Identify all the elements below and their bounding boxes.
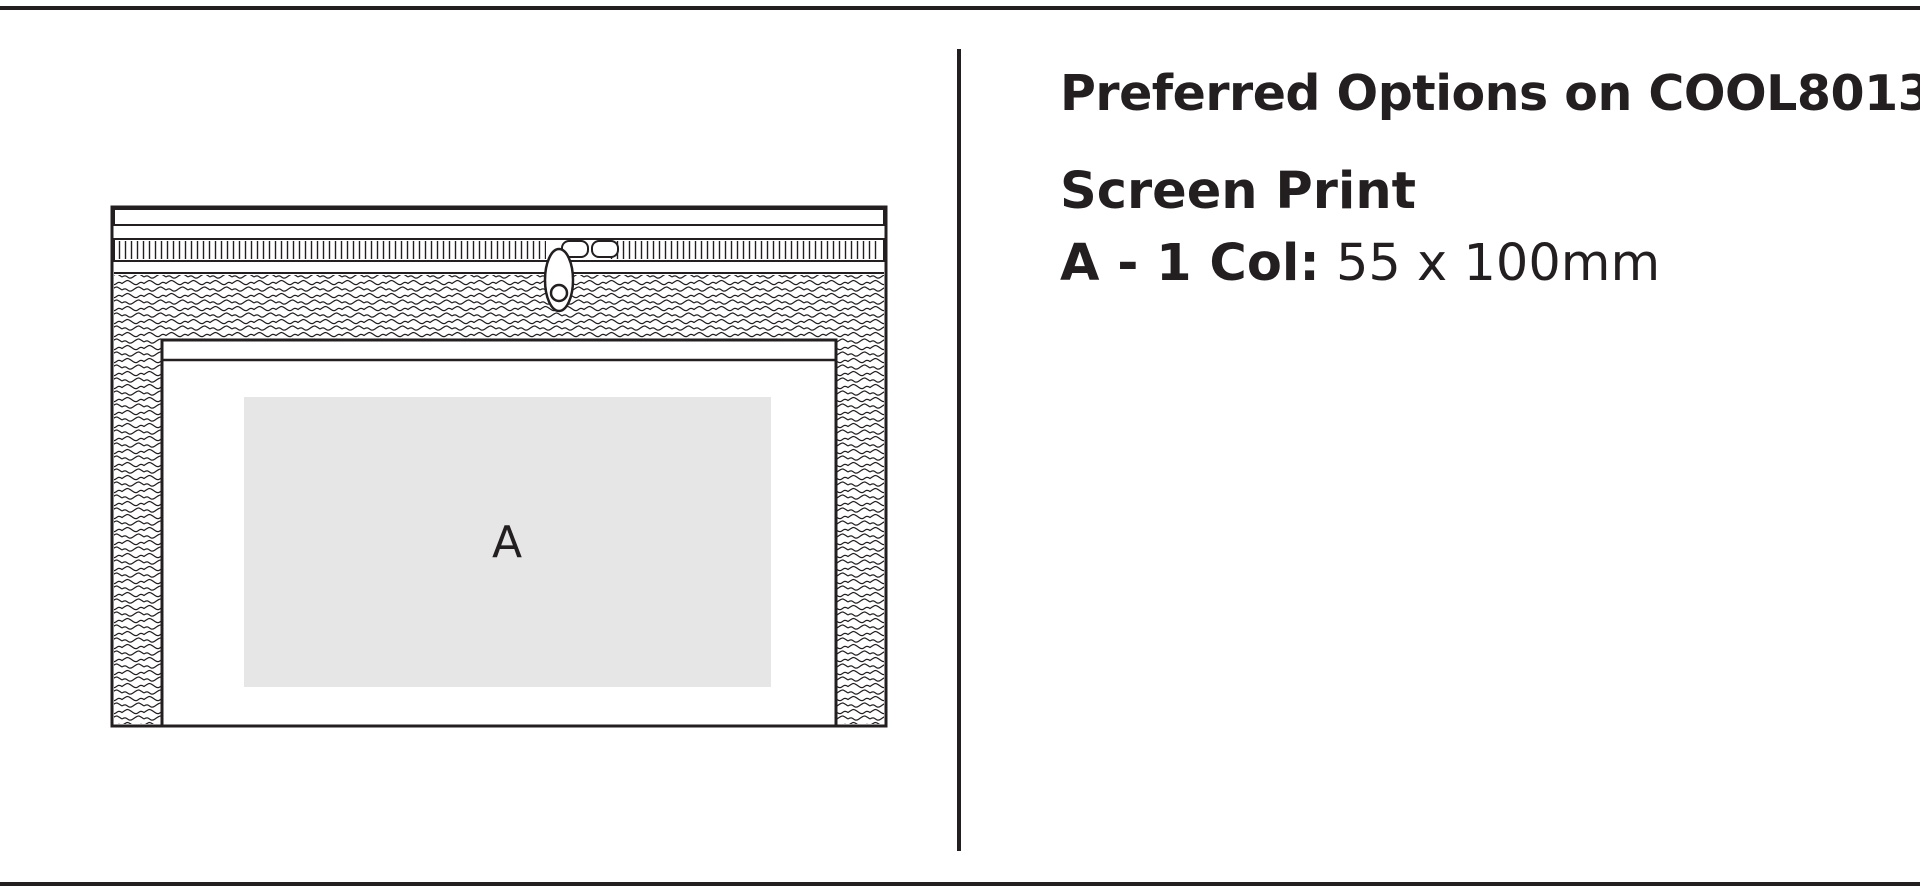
page-title: Preferred Options on COOL8013 (1060, 65, 1920, 122)
top-band (113, 208, 885, 226)
top-rule (0, 6, 1920, 10)
vertical-divider (957, 49, 961, 851)
decoration-method: Screen Print (1060, 162, 1417, 221)
print-area-label: A (492, 517, 522, 568)
zipper-pull-icon (543, 247, 575, 313)
print-option-label: A - 1 Col: (1060, 234, 1320, 293)
print-option-line: A - 1 Col: 55 x 100mm (1060, 228, 1920, 300)
product-line-drawing: A (100, 195, 900, 735)
print-area-a (244, 397, 771, 687)
options-panel: Preferred Options on COOL8013 Screen Pri… (1060, 58, 1920, 300)
bottom-rule (0, 882, 1920, 886)
print-option-size: 55 x 100mm (1335, 234, 1661, 293)
